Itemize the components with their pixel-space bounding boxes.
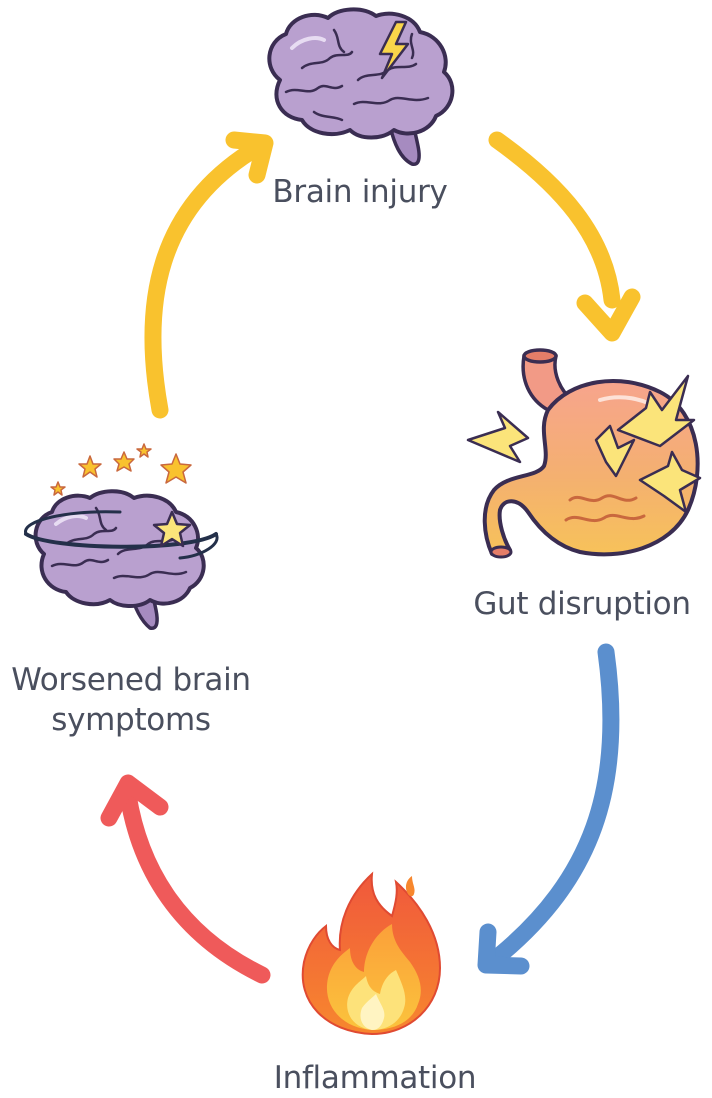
node-label-inflammation: Inflammation bbox=[225, 1058, 525, 1098]
node-label-gut-disruption: Gut disruption bbox=[452, 584, 712, 624]
arrow-gut-to-inflammation bbox=[486, 652, 611, 966]
node-label-worsened-symptoms: Worsened brain symptoms bbox=[0, 660, 262, 740]
fire-icon bbox=[303, 874, 440, 1034]
node-label-line: symptoms bbox=[0, 700, 262, 740]
arrow-inflammation-to-symptoms bbox=[109, 783, 262, 975]
arrow-brain-to-gut bbox=[497, 140, 632, 333]
dizzy-brain-icon bbox=[26, 491, 218, 628]
node-label-brain-injury: Brain injury bbox=[230, 172, 490, 212]
node-label-line: Worsened brain bbox=[0, 660, 262, 700]
brain-lightning-icon bbox=[269, 9, 452, 164]
dizzy-stars-icon bbox=[51, 444, 191, 495]
stomach-sparks-icon bbox=[468, 350, 700, 557]
